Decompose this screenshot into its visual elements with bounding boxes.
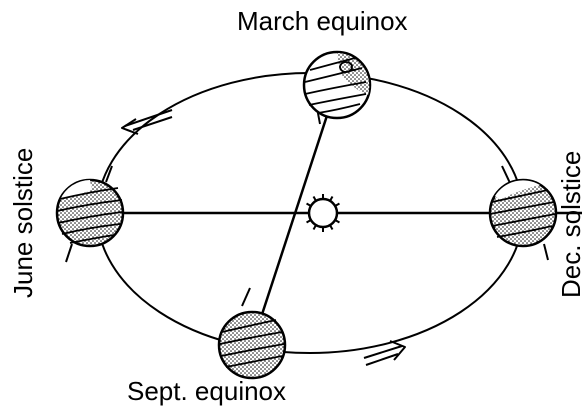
june-solstice-label: June solstice: [8, 148, 38, 298]
dec-solstice-label: Dec. solstice: [556, 151, 586, 298]
earth-dec-solstice-icon: [490, 166, 556, 260]
sun-icon: [304, 194, 342, 232]
earth-june-solstice-icon: [57, 166, 123, 262]
sept-equinox-label: Sept. equinox: [127, 376, 286, 406]
march-equinox-label: March equinox: [237, 6, 408, 36]
earth-sept-equinox-icon: [219, 288, 285, 378]
earth-march-equinox-icon: [304, 52, 370, 124]
